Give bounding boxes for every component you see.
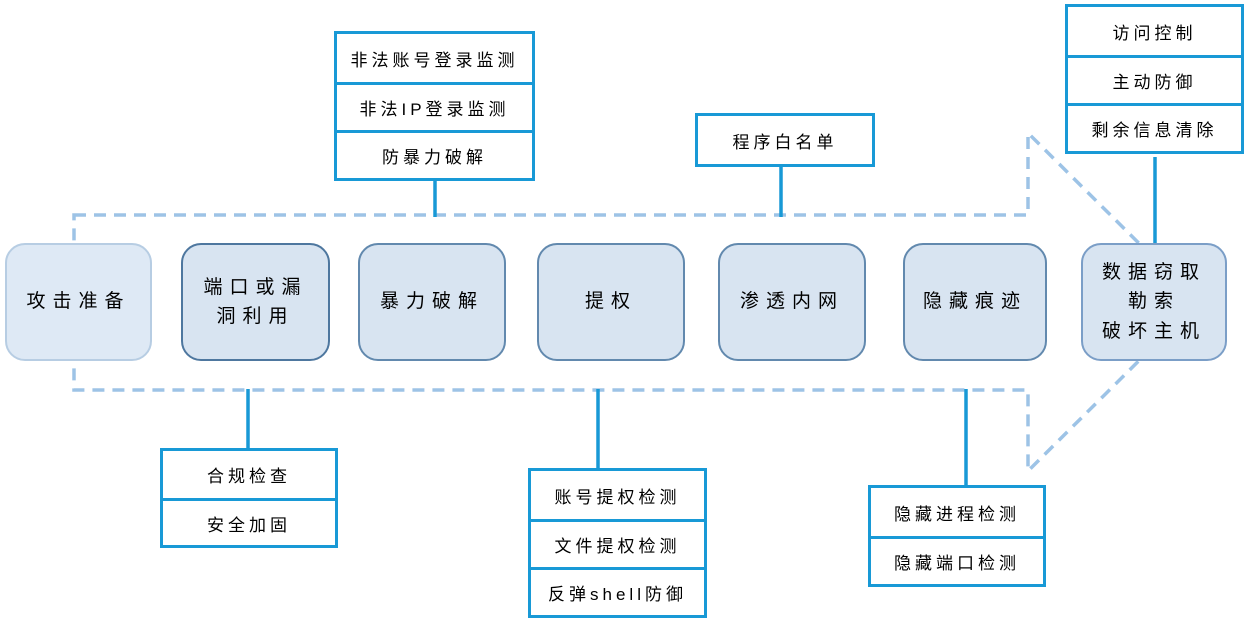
defense-item-residual-info-clearing: 剩余信息清除 <box>1068 103 1241 151</box>
defense-group-whitelist: 程序白名单 <box>695 113 875 167</box>
defense-item-illegal-account-login: 非法账号登录监测 <box>350 50 519 70</box>
defense-item-hidden-process-detection: 隐藏进程检测 <box>894 504 1020 524</box>
stage-port-vuln-exploit: 端口或漏 洞利用 <box>181 243 330 361</box>
defense-item-illegal-ip-login: 非法IP登录监测 <box>337 82 532 130</box>
defense-item-compliance-check: 合规检查 <box>207 467 291 486</box>
defense-item-active-defense: 主动防御 <box>1068 55 1241 103</box>
defense-item-anti-brute-force: 防暴力破解 <box>337 130 532 178</box>
defense-item-hidden-port-detection: 隐藏端口检测 <box>871 536 1043 584</box>
stage-attack-preparation: 攻击准备 <box>5 243 152 361</box>
dashed-block-arrow <box>72 128 1201 476</box>
defense-item-access-control: 访问控制 <box>1112 23 1197 43</box>
defense-item-program-whitelist: 程序白名单 <box>732 132 838 152</box>
stage-lateral-movement: 渗透内网 <box>718 243 866 361</box>
defense-group-baseline: 合规检查 安全加固 <box>160 448 338 548</box>
defense-item-reverse-shell-defense: 反弹shell防御 <box>531 567 704 615</box>
stage-privilege-escalation: 提权 <box>537 243 685 361</box>
defense-item-file-privesc-detection: 文件提权检测 <box>531 519 704 567</box>
defense-group-final: 访问控制 主动防御 剩余信息清除 <box>1065 4 1244 154</box>
stage-hide-traces: 隐藏痕迹 <box>903 243 1047 361</box>
defense-group-hidden-detection: 隐藏进程检测 隐藏端口检测 <box>868 485 1046 587</box>
defense-group-privilege-detection: 账号提权检测 文件提权检测 反弹shell防御 <box>528 468 707 618</box>
defense-group-login-monitoring: 非法账号登录监测 非法IP登录监测 防暴力破解 <box>334 31 535 181</box>
stage-brute-force: 暴力破解 <box>358 243 506 361</box>
defense-item-account-privesc-detection: 账号提权检测 <box>554 487 681 507</box>
stage-data-theft-ransom: 数据窃取 勒索 破坏主机 <box>1081 243 1227 361</box>
defense-item-security-hardening: 安全加固 <box>163 498 335 545</box>
